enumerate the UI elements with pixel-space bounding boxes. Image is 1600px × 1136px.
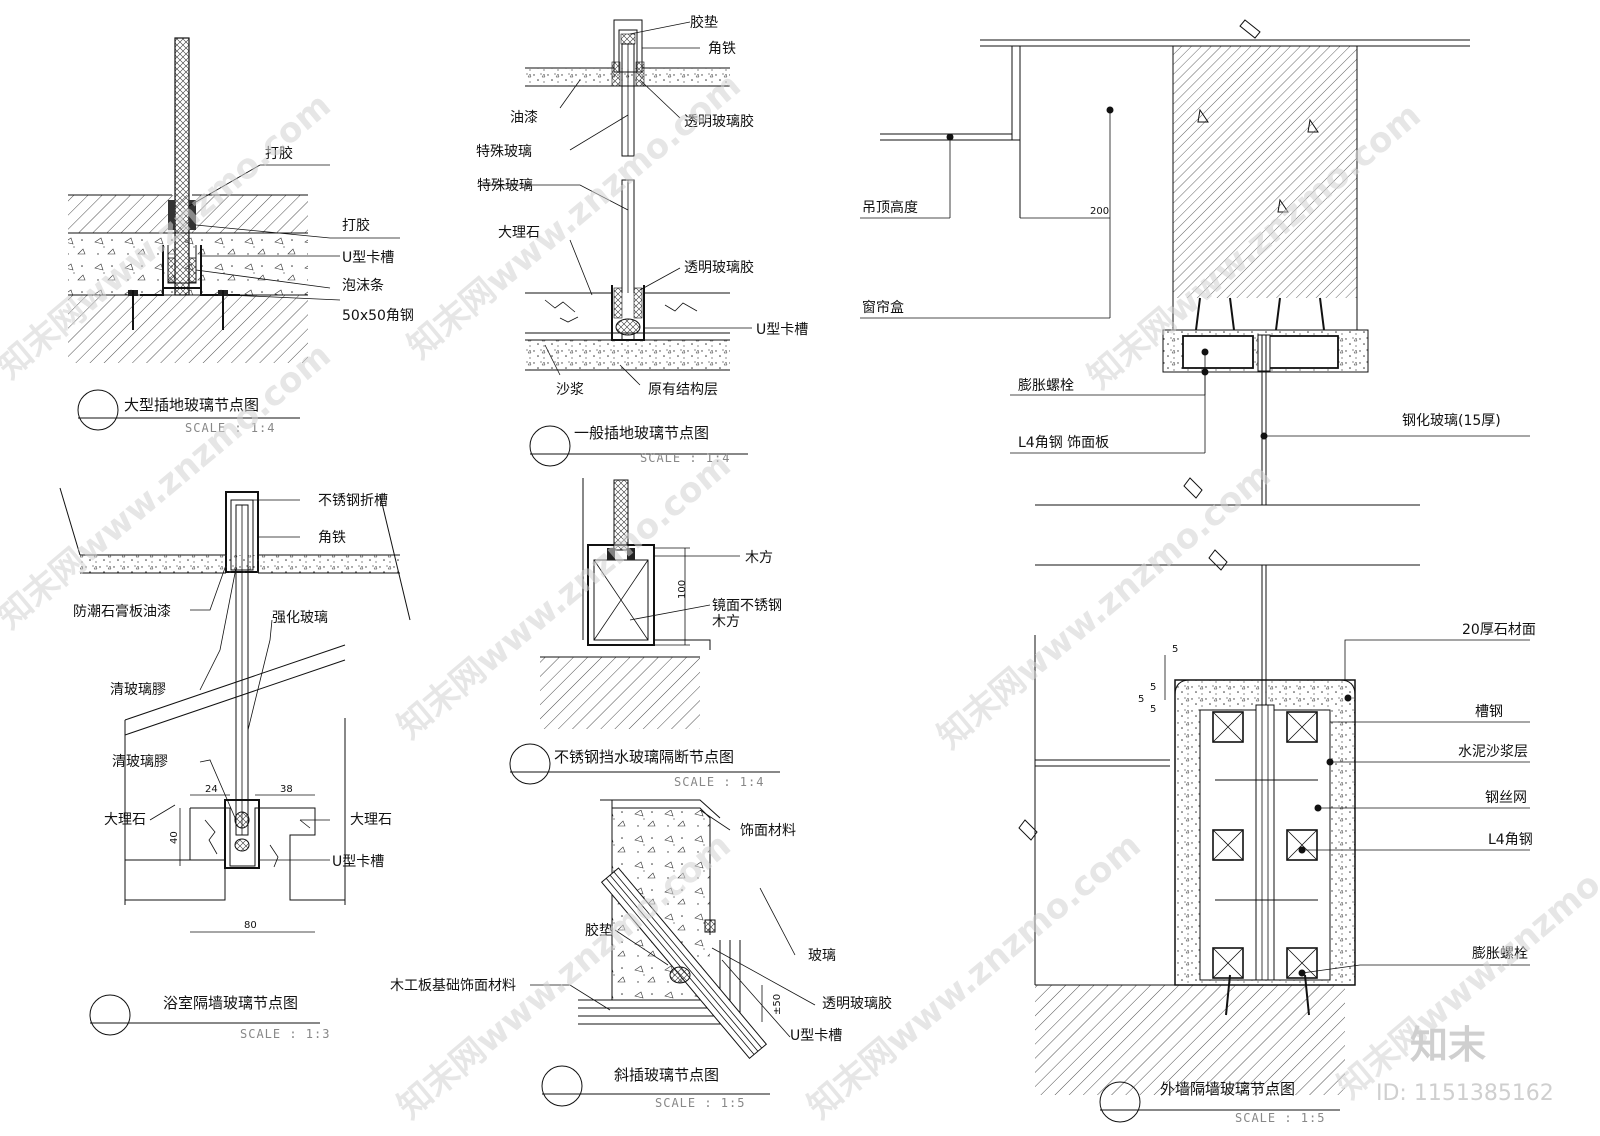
d1-scale: SCALE : 1:4 [185, 421, 275, 435]
d4-label-mirror-steel: 镜面不锈钢 [712, 598, 782, 614]
d5-title: 斜插玻璃节点图 [614, 1066, 719, 1084]
watermark-3: 知末网www.znzmo.com [0, 335, 339, 637]
d6-label-stone-face: 20厚石材面 [1462, 622, 1536, 638]
d6-dim-5b: 5 [1150, 682, 1156, 693]
image-id: ID: 1151385162 [1376, 1081, 1554, 1106]
brand-logo: 知末 [1410, 1023, 1486, 1067]
d2-scale: SCALE : 1:4 [640, 451, 730, 465]
detail-bathroom-partition-glass: 不锈钢折槽 角铁 防潮石膏板油漆 强化玻璃 清玻璃膠 清玻璃膠 大理石 大理石 … [59, 487, 411, 1041]
d2-title: 一般插地玻璃节点图 [574, 424, 709, 442]
d1-title: 大型插地玻璃节点图 [124, 396, 259, 414]
d6-label-channel-steel: 槽钢 [1475, 704, 1503, 720]
d5-label-plywood-finish: 木工板基础饰面材料 [390, 977, 516, 994]
d6-label-ceiling-height: 吊顶高度 [862, 199, 918, 216]
d5-label-glass: 玻璃 [808, 947, 836, 964]
d6-title: 外墙隔墙玻璃节点图 [1160, 1080, 1295, 1098]
d3-title: 浴室隔墙玻璃节点图 [163, 994, 298, 1012]
d6-label-angle-l4: L4角钢 [1488, 832, 1533, 848]
d4-dim-100: 100 [677, 580, 688, 599]
d1-label-sealant-2: 打胶 [342, 217, 370, 234]
d5-label-clear-glue: 透明玻璃胶 [822, 995, 892, 1012]
d3-label-u-channel: U型卡槽 [332, 854, 384, 870]
d4-label-timber-1: 木方 [745, 550, 773, 566]
d6-label-wire-mesh: 钢丝网 [1485, 790, 1527, 806]
d6-label-tempered-glass: 钢化玻璃(15厚) [1402, 412, 1501, 429]
d2-label-clear-glue-2: 透明玻璃胶 [684, 259, 754, 276]
d2-label-gasket: 胶垫 [690, 14, 718, 31]
d2-label-paint: 油漆 [510, 110, 538, 126]
detail-general-floor-glass: 胶垫 角铁 油漆 透明玻璃胶 特殊玻璃 特殊玻璃 大理石 透明玻璃胶 U型卡槽 … [476, 14, 808, 467]
d6-label-expansion-bolt-top: 膨胀螺栓 [1018, 377, 1074, 394]
detail-inclined-glass: 饰面材料 胶垫 玻璃 木工板基础饰面材料 透明玻璃胶 U型卡槽 ±50 斜插玻璃… [390, 799, 892, 1110]
detail-large-floor-glass: 打胶 打胶 U型卡槽 泡沫条 50x50角钢 大型插地玻璃节点图 SCALE :… [68, 37, 414, 435]
detail-stainless-water-stop: 100 木方 镜面不锈钢 木方 不锈钢挡水玻璃隔断节点图 SCALE : 1:4 [509, 478, 782, 789]
d4-label-timber-2: 木方 [712, 614, 740, 630]
d6-scale: SCALE : 1:5 [1235, 1111, 1325, 1125]
d1-label-sealant-1: 打胶 [265, 145, 293, 162]
d3-label-angle-iron: 角铁 [318, 530, 346, 546]
d1-label-foam-strip: 泡沫条 [342, 277, 384, 294]
detail-exterior-partition-glass: 吊顶高度 200 窗帘盒 膨胀螺栓 L4角钢 饰面板 钢化玻璃(15厚) [860, 19, 1536, 1125]
d3-label-marble-left: 大理石 [104, 812, 146, 828]
d2-label-special-glass-2: 特殊玻璃 [477, 177, 533, 194]
d5-label-gasket: 胶垫 [585, 922, 613, 939]
d1-label-angle-steel: 50x50角钢 [342, 308, 414, 324]
d3-label-tempered-glass: 强化玻璃 [272, 609, 328, 626]
d3-dim-24: 24 [205, 784, 218, 795]
d6-dim-200: 200 [1090, 206, 1109, 217]
d6-label-cement-mortar: 水泥沙浆层 [1458, 744, 1528, 760]
d3-dim-80: 80 [244, 920, 257, 931]
d3-dim-40: 40 [169, 831, 180, 844]
d6-label-expansion-bolt-bottom: 膨胀螺栓 [1472, 945, 1528, 962]
d3-label-clear-glue-1: 清玻璃膠 [110, 681, 166, 698]
d1-label-u-channel: U型卡槽 [342, 250, 394, 266]
d2-label-mortar: 沙浆 [556, 382, 584, 398]
d5-scale: SCALE : 1:5 [655, 1096, 745, 1110]
d5-label-u-channel: U型卡槽 [790, 1028, 842, 1044]
d2-label-special-glass-1: 特殊玻璃 [476, 143, 532, 160]
d3-label-ss-groove: 不锈钢折槽 [318, 493, 388, 509]
d4-scale: SCALE : 1:4 [674, 775, 764, 789]
d3-dim-38: 38 [280, 784, 293, 795]
d5-dim-50: ±50 [772, 994, 783, 1015]
d6-dim-5d: 5 [1150, 704, 1156, 715]
d3-label-marble-right: 大理石 [350, 812, 392, 828]
d2-label-marble: 大理石 [498, 225, 540, 241]
d6-dim-5a: 5 [1172, 644, 1178, 655]
d2-label-angle-iron: 角铁 [708, 41, 736, 57]
d3-scale: SCALE : 1:3 [240, 1027, 330, 1041]
d6-label-angle-finish: L4角钢 饰面板 [1018, 435, 1109, 451]
d2-label-clear-glue-1: 透明玻璃胶 [684, 113, 754, 130]
d5-label-finish: 饰面材料 [740, 823, 796, 839]
d3-label-clear-glue-2: 清玻璃膠 [112, 753, 168, 770]
d4-title: 不锈钢挡水玻璃隔断节点图 [554, 748, 734, 766]
d2-label-structure: 原有结构层 [648, 382, 718, 398]
d6-dim-5c: 5 [1138, 694, 1144, 705]
d6-label-curtain-box: 窗帘盒 [862, 299, 904, 316]
d3-label-gypsum-paint: 防潮石膏板油漆 [73, 603, 171, 620]
d2-label-u-channel: U型卡槽 [756, 322, 808, 338]
